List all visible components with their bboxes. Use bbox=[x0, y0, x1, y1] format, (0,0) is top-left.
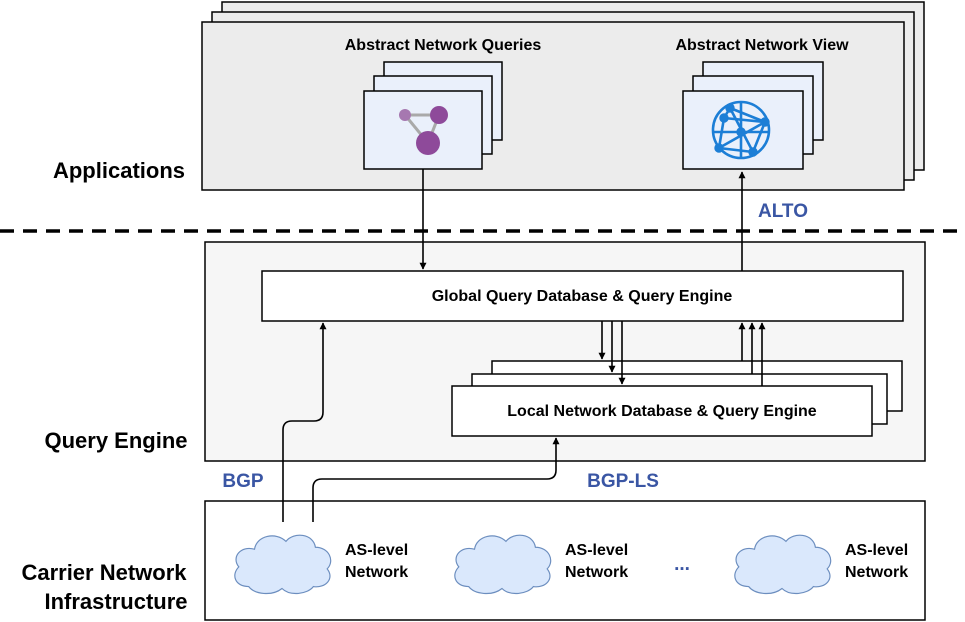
as-network-3[interactable]: AS-level Network bbox=[734, 534, 908, 595]
graph-nodes-icon bbox=[399, 106, 448, 155]
more-networks-ellipsis: ... bbox=[674, 554, 690, 575]
queries-card-stack[interactable] bbox=[363, 61, 503, 170]
network-globe-icon bbox=[711, 100, 771, 160]
as-network-label: Network bbox=[565, 564, 628, 581]
bgp-arrow bbox=[282, 322, 327, 522]
layer-label-query-engine: Query Engine bbox=[44, 428, 187, 453]
bgp-ls-arrow bbox=[312, 437, 560, 522]
as-network-label: AS-level bbox=[345, 542, 408, 559]
view-title: Abstract Network View bbox=[675, 37, 849, 54]
local-engine-stack[interactable] bbox=[451, 360, 903, 437]
as-network-label: AS-level bbox=[565, 542, 628, 559]
as-network-label: Network bbox=[845, 564, 908, 581]
global-engine-label: Global Query Database & Query Engine bbox=[432, 288, 733, 305]
layer-label-infrastructure-2: Infrastructure bbox=[44, 589, 187, 614]
bgp-ls-label: BGP-LS bbox=[587, 471, 659, 492]
layer-label-applications: Applications bbox=[53, 158, 185, 183]
bgp-label: BGP bbox=[222, 471, 264, 492]
as-network-label: AS-level bbox=[845, 542, 908, 559]
global-engine-box[interactable] bbox=[261, 270, 904, 322]
queries-title: Abstract Network Queries bbox=[345, 37, 542, 54]
as-network-1[interactable]: AS-level Network bbox=[234, 534, 408, 595]
layer-label-infrastructure-1: Carrier Network bbox=[21, 560, 187, 585]
as-network-label: Network bbox=[345, 564, 408, 581]
as-network-2[interactable]: AS-level Network bbox=[454, 534, 628, 595]
alto-label: ALTO bbox=[758, 201, 808, 222]
view-card-stack[interactable] bbox=[682, 61, 824, 170]
local-engine-label: Local Network Database & Query Engine bbox=[507, 403, 817, 420]
